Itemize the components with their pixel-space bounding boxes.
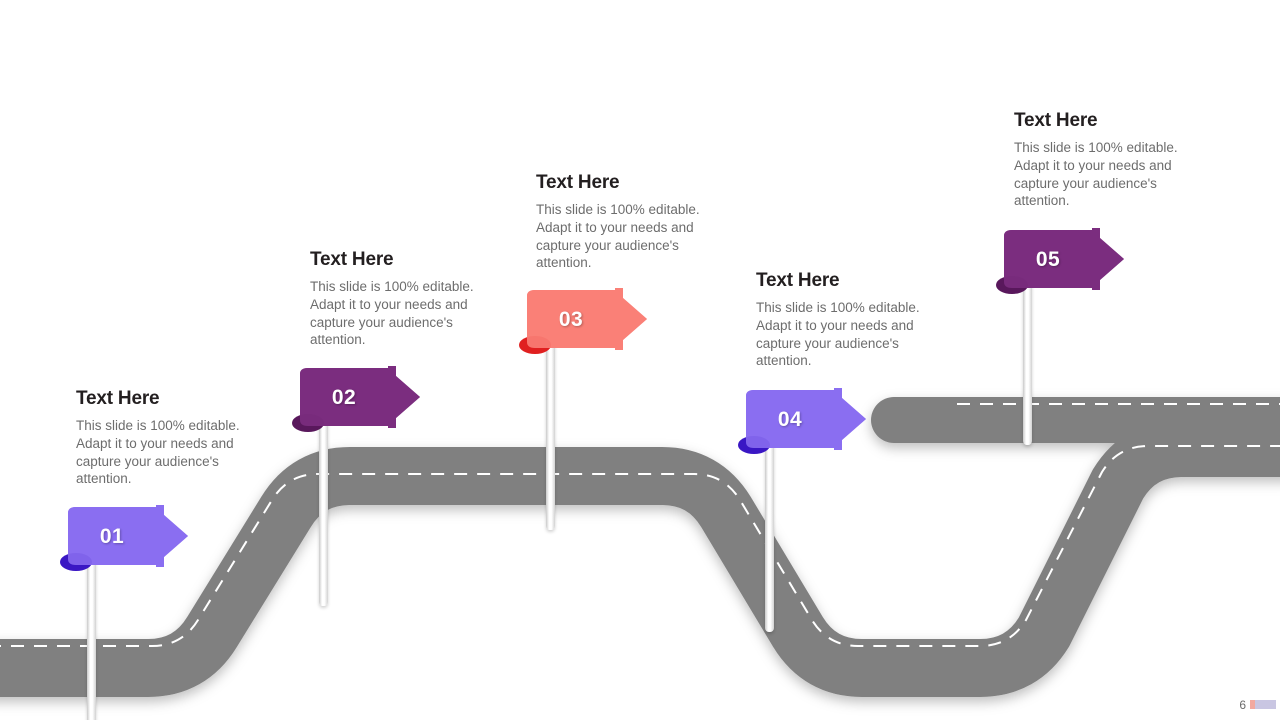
milestone-text-05: Text Here This slide is 100% editable. A… [1014, 110, 1214, 210]
milestone-body-01: This slide is 100% editable. Adapt it to… [76, 418, 240, 487]
milestone-heading-03: Text Here [536, 172, 620, 193]
flag-01[interactable]: 01 [60, 505, 196, 573]
page-bar-salmon [1250, 700, 1255, 709]
page-number: 6 [1239, 698, 1246, 712]
flag-pole-01 [87, 557, 96, 720]
milestone-text-02: Text Here This slide is 100% editable. A… [310, 249, 510, 349]
flag-04[interactable]: 04 [738, 388, 874, 456]
page-bar-lavender [1255, 700, 1276, 709]
flag-number-04: 04 [777, 408, 803, 431]
road-dashes [0, 403, 1280, 647]
flag-number-05: 05 [1035, 248, 1061, 271]
flag-pole-05 [1023, 280, 1032, 445]
milestone-heading-01: Text Here [76, 388, 160, 409]
milestone-body-04: This slide is 100% editable. Adapt it to… [756, 300, 920, 369]
flag-pole-02 [319, 418, 328, 606]
milestone-heading-04: Text Here [756, 270, 840, 291]
milestone-text-04: Text Here This slide is 100% editable. A… [756, 270, 956, 370]
road-ribbon [0, 397, 1280, 697]
milestone-body-03: This slide is 100% editable. Adapt it to… [536, 202, 700, 271]
flag-05[interactable]: 05 [996, 228, 1132, 296]
milestone-text-03: Text Here This slide is 100% editable. A… [536, 172, 736, 272]
milestone-body-02: This slide is 100% editable. Adapt it to… [310, 279, 474, 348]
milestone-text-01: Text Here This slide is 100% editable. A… [76, 388, 276, 488]
flag-02[interactable]: 02 [292, 366, 428, 434]
milestone-heading-02: Text Here [310, 249, 394, 270]
flag-pole-03 [546, 340, 555, 530]
page-number-bars [1250, 700, 1276, 709]
milestone-heading-05: Text Here [1014, 110, 1098, 131]
flag-pole-04 [765, 440, 774, 632]
flag-03[interactable]: 03 [519, 288, 655, 356]
milestone-body-05: This slide is 100% editable. Adapt it to… [1014, 140, 1178, 209]
flag-number-01: 01 [99, 525, 125, 548]
flag-number-02: 02 [331, 386, 357, 409]
flag-number-03: 03 [558, 308, 584, 331]
